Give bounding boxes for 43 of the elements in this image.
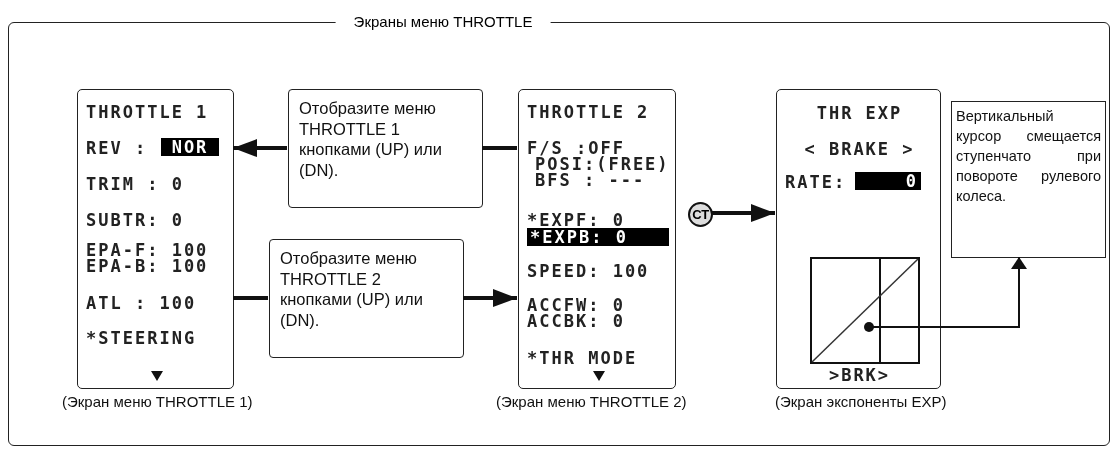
- screen-text: F/S :OFF: [527, 140, 625, 156]
- screen-text: EPA-F: 100: [86, 242, 209, 258]
- caption-text: (Экран меню THROTTLE 2): [496, 393, 687, 411]
- screen-text: *THR MODE: [527, 350, 638, 366]
- lcd-screen: [518, 89, 676, 389]
- screen-text: SPEED: 100: [527, 263, 650, 279]
- screen-text: ATL : 100: [86, 295, 197, 311]
- note-text: Отобразите меню THROTTLE 1 кнопками (UP) или (DN).: [299, 98, 443, 180]
- connector-line: [482, 146, 517, 150]
- screen-text: THROTTLE 1: [86, 104, 209, 120]
- note-box: [951, 101, 1106, 258]
- screen-text: BFS : ---: [535, 172, 646, 188]
- caption-text: (Экран меню THROTTLE 1): [62, 393, 253, 411]
- lcd-screen: [776, 89, 941, 389]
- note-text: Вертикальный курсор смещается ступенчато при повороте рулевого колеса.: [956, 107, 1101, 206]
- screen-text: REV :: [86, 140, 148, 156]
- screen-text: SUBTR: 0: [86, 212, 184, 228]
- screen-text: THROTTLE 2: [527, 104, 650, 120]
- screen-text: ACCFW: 0: [527, 297, 625, 313]
- screen-text: EPA-B: 100: [86, 258, 209, 274]
- highlighted-value: *EXPB: 0: [527, 228, 669, 246]
- screen-text: POSI:(FREE): [535, 156, 670, 172]
- note-text: Отобразите меню THROTTLE 2 кнопками (UP) или (DN).: [280, 248, 424, 330]
- screen-text: ACCBK: 0: [527, 313, 625, 329]
- arrow: [712, 204, 775, 222]
- caption-text: (Экран экспоненты EXP): [775, 393, 947, 411]
- screen-text: RATE:: [785, 174, 847, 190]
- screen-text: *EXPF: 0: [527, 212, 625, 228]
- screen-text: TRIM : 0: [86, 176, 184, 192]
- connector-line: [233, 296, 268, 300]
- highlighted-value: NOR: [161, 138, 219, 156]
- note-box: [269, 239, 464, 358]
- highlighted-value: 0: [855, 172, 921, 190]
- screen-text: THR EXP: [815, 104, 904, 122]
- arrow: [233, 139, 287, 157]
- button-badge: CT: [688, 202, 713, 227]
- leader-line: [864, 256, 1027, 332]
- screen-text: *STEERING: [86, 330, 197, 346]
- screen-text: >BRK>: [827, 366, 892, 384]
- screen-text: < BRAKE >: [803, 140, 916, 158]
- note-box: [288, 89, 483, 208]
- arrow: [463, 289, 517, 307]
- lcd-screen: [77, 89, 234, 389]
